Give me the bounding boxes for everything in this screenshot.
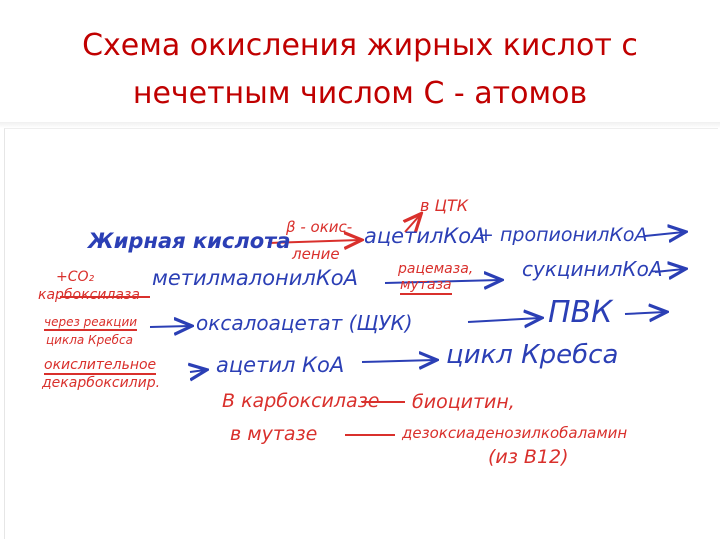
beta-oxidation-line1: β - окис- [286,218,353,236]
fatty-acid-label: Жирная кислота [88,229,291,253]
to-tca-label: в ЦТК [420,196,469,215]
krebs-cycle-label: цикл Кребса [446,340,619,370]
plus-co2-label: +СО₂ [56,269,95,285]
handwritten-sheet [4,128,718,539]
slide-title: Схема окисления жирных кислот с нечетным… [0,22,720,118]
pvk-label: ПВК [548,295,613,330]
mutase-label: мутаза [400,277,452,295]
deoxyadenosylcobalamin-label: дезоксиаденозилкобаламин [402,424,628,442]
carboxylase-label: карбоксилаза [38,287,140,303]
in-carboxylase-label: В карбоксилазе [222,390,380,412]
title-line-1: Схема окисления жирных кислот с [82,28,638,63]
racemase-label: рацемаза, [398,261,474,277]
acetyl-coa-2-label: ацетил КоА [216,353,345,377]
methylmalonyl-coa-label: метилмалонилКоА [152,266,358,290]
title-line-2: нечетным числом С - атомов [132,76,588,111]
oxidative-line1: окислительное [44,357,157,375]
acetyl-coa-label: ацетилКоА [364,224,486,248]
in-mutase-label: в мутазе [230,423,318,445]
succinyl-coa-label: сукцинилКоА [522,257,663,281]
sheet-shadow [0,122,720,128]
oxidative-line2: декарбоксилир. [42,375,161,391]
via-reactions-line2: цикла Кребса [46,333,133,347]
propionyl-coa-label: + пропионилКоА [478,224,648,246]
via-reactions-line1: через реакции [44,315,138,331]
beta-oxidation-line2: ление [292,245,340,263]
oxaloacetate-label: оксалоацетат (ЩУК) [196,311,413,335]
biocytin-label: биоцитин, [412,391,515,413]
from-b12-label: (из В12) [488,446,569,468]
